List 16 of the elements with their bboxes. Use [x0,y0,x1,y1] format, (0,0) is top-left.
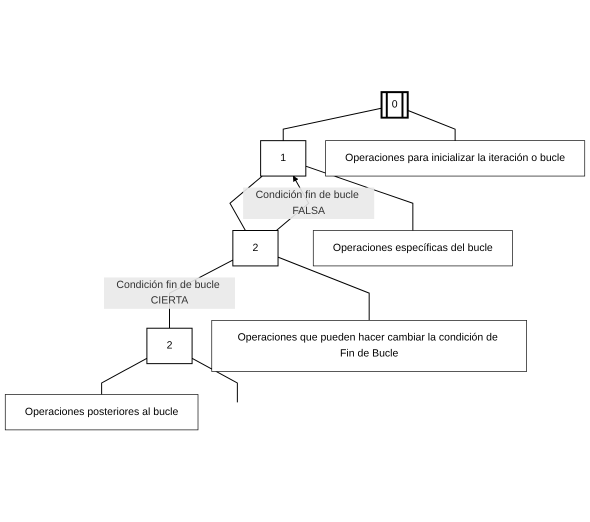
connector [278,256,370,321]
connector [305,166,414,231]
node-box: Operaciones específicas del bucle [312,230,513,266]
node-box: Operaciones que pueden hacer cambiar la condición de Fin de Bucle [211,320,527,372]
node-box: Operaciones para inicializar la iteración o bucle [325,140,586,176]
connector [192,358,238,403]
node-box: 2 [146,328,193,364]
connector [408,110,456,142]
edge-label: Condición fin de bucle FALSA [256,190,359,216]
node-box: Operaciones posteriores al bucle [4,394,198,430]
connector [101,358,148,395]
node-box: 2 [232,230,279,266]
edge-label: Condición fin de bucle CIERTA [116,279,220,306]
node-box: 1 [260,140,306,177]
connector [229,176,263,231]
connector [282,108,382,142]
